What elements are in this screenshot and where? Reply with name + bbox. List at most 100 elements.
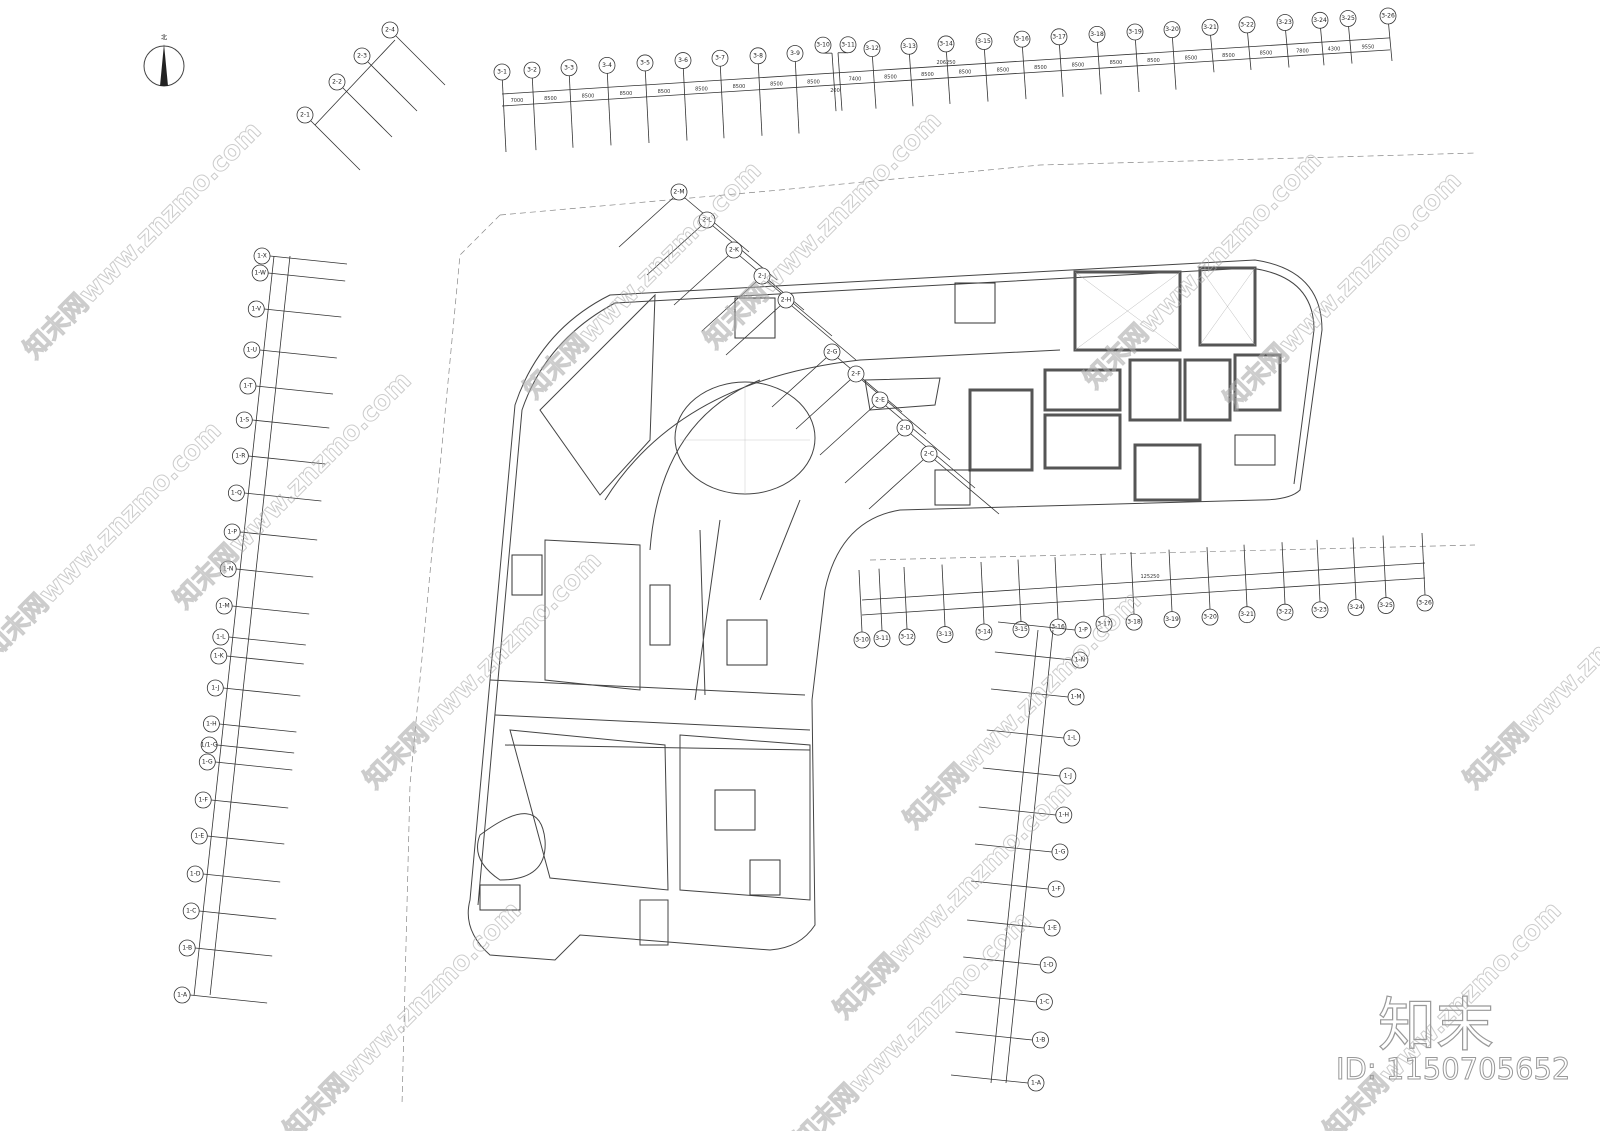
axis-bubble: 2-D <box>896 419 914 437</box>
axis-circle <box>1126 23 1144 41</box>
dimension-label: 8500 <box>1110 60 1123 66</box>
axis-bubble: 3-22 <box>1276 603 1294 621</box>
axis-label: 2-2 <box>332 79 342 86</box>
dimension-label: 8500 <box>959 70 972 76</box>
axis-circle <box>900 37 918 55</box>
axis-label: 1-A <box>1031 1080 1042 1087</box>
axis-circle <box>1163 21 1181 39</box>
axis-label: 3-2 <box>527 67 537 74</box>
axis-label: 3-17 <box>1097 621 1111 628</box>
axis-label: 1-D <box>190 871 201 878</box>
axis-bubble: 1-L <box>212 628 230 646</box>
axis-circle <box>1012 621 1030 638</box>
axis-label: 3-8 <box>753 52 763 59</box>
axis-circle <box>937 35 955 53</box>
axis-bubble: 3-11 <box>873 630 891 648</box>
axis-bubble: 1-P <box>223 523 241 541</box>
axis-label: 3-21 <box>1240 611 1254 618</box>
axis-label: 3-18 <box>1127 619 1141 626</box>
axis-circle <box>1416 594 1434 612</box>
axis-bubble: 1-C <box>1036 993 1053 1011</box>
axis-bubble: 1-V <box>247 300 265 318</box>
axis-bubble: 1-B <box>1032 1031 1049 1049</box>
axis-circle <box>173 986 191 1004</box>
axis-circle <box>247 300 265 318</box>
axis-label: 3-25 <box>1341 15 1355 22</box>
axis-circle <box>381 21 399 39</box>
axis-bubble: 1/1-G <box>200 736 218 754</box>
axis-bubble: 3-4 <box>598 56 616 74</box>
axis-circle <box>975 33 993 50</box>
axis-circle <box>203 715 220 733</box>
axis-bubble: 3-7 <box>711 49 729 67</box>
axis-label: 1-Q <box>231 490 242 497</box>
axis-circle <box>1347 599 1365 616</box>
axis-circle <box>1339 10 1357 27</box>
drawing-id: ID: 1150705652 <box>1335 1052 1571 1087</box>
axis-bubble: 1-K <box>210 647 228 665</box>
axis-bubble: 3-25 <box>1339 10 1357 27</box>
axis-circle <box>753 267 771 285</box>
dimension-label: 8500 <box>658 89 671 95</box>
axis-circle <box>896 419 914 437</box>
axis-circle <box>186 865 204 883</box>
axis-label: 3-16 <box>1051 624 1065 631</box>
axis-circle <box>1201 608 1219 626</box>
axis-circle <box>296 106 314 124</box>
axis-bubble: 1-P <box>1074 621 1092 639</box>
dimension-label: 8500 <box>770 82 783 88</box>
axis-bubble: 3-26 <box>1379 7 1397 25</box>
axis-bubble: 1-D <box>1039 956 1057 974</box>
axis-circle <box>235 411 253 429</box>
axis-circle <box>1088 25 1106 43</box>
axis-circle <box>251 264 269 282</box>
axis-bubble: 1-A <box>173 986 191 1004</box>
axis-circle <box>936 626 954 643</box>
axis-label: 3-26 <box>1381 13 1395 20</box>
axis-bubble: 2-K <box>725 241 743 259</box>
axis-label: 1-P <box>227 529 237 536</box>
axis-label: 2-J <box>758 273 766 280</box>
axis-bubble: 3-21 <box>1201 18 1219 36</box>
axis-bubble: 1-U <box>243 341 261 359</box>
axis-circle <box>243 341 261 359</box>
axis-label: 2-H <box>781 297 792 304</box>
axis-circle <box>206 679 224 697</box>
axis-label: 2-G <box>827 349 838 356</box>
axis-circle <box>1125 613 1143 631</box>
dimension-label: 7800 <box>1296 48 1309 54</box>
axis-label: 3-17 <box>1052 33 1066 40</box>
axis-label: 3-19 <box>1165 616 1179 623</box>
north-label: 北 <box>161 34 167 42</box>
axis-circle <box>814 36 832 54</box>
axis-bubble: 3-12 <box>863 40 881 58</box>
axis-label: 1-R <box>235 453 245 460</box>
axis-circle <box>1276 603 1294 621</box>
axis-bubble: 2-M <box>670 183 688 201</box>
axis-label: 3-15 <box>977 38 991 45</box>
dimension-label: 8500 <box>582 94 595 100</box>
axis-bubble: 3-15 <box>975 33 993 50</box>
axis-label: 1-P <box>1078 627 1088 634</box>
axis-label: 2-F <box>851 371 861 378</box>
axis-circle <box>1377 597 1395 614</box>
axis-label: 3-15 <box>1014 626 1028 633</box>
axis-circle <box>1063 729 1081 747</box>
axis-label: 3-26 <box>1418 600 1432 607</box>
axis-label: 3-10 <box>855 637 869 644</box>
axis-label: 1-A <box>177 992 188 999</box>
axis-circle <box>698 211 716 229</box>
axis-bubble: 2-G <box>823 343 841 361</box>
axis-bubble: 1-M <box>215 597 233 615</box>
axis-bubble: 1-H <box>203 715 220 733</box>
axis-label: 3-20 <box>1165 26 1179 33</box>
axis-bubble: 3-8 <box>749 47 767 65</box>
axis-circle <box>749 47 767 65</box>
dimension-label: 4300 <box>1328 46 1341 52</box>
axis-label: 1-T <box>243 383 252 390</box>
axis-circle <box>823 343 841 361</box>
axis-bubble: 1-F <box>194 791 212 809</box>
axis-circle <box>1276 14 1294 31</box>
axis-bubble: 3-23 <box>1276 14 1294 31</box>
